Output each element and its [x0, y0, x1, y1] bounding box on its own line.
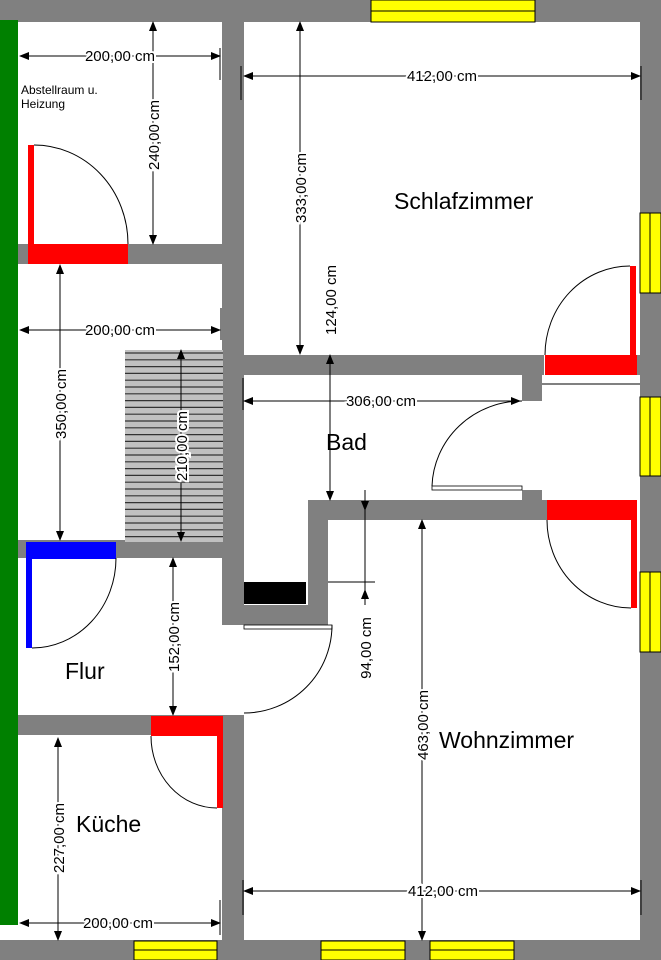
stairs [125, 350, 223, 542]
dim-stairs-length: 210,00 cm [174, 411, 191, 481]
dim-kueche-height: 227,00 cm [51, 803, 68, 873]
dim-kueche-width: 200,00 cm [83, 915, 153, 932]
wall-right [640, 0, 661, 960]
window-top [370, 0, 536, 23]
wall-chimney-column [308, 500, 328, 625]
dimension-lines [19, 21, 642, 941]
door-abstell[interactable] [28, 144, 129, 264]
dim-bad-width: 306,00 cm [346, 393, 416, 410]
wall-bad-stub [522, 375, 542, 401]
dim-abstell-width: 200,00 cm [85, 48, 155, 65]
room-labels: Abstellraum u. Heizung Schlafzimmer Bad … [21, 83, 574, 837]
dim-flur-height: 350,00 cm [53, 369, 70, 439]
room-wohnzimmer: Wohnzimmer [439, 727, 574, 753]
front-door[interactable] [26, 542, 117, 649]
door-bad[interactable] [431, 400, 523, 491]
door-kueche[interactable] [150, 716, 223, 809]
wall-top [0, 0, 661, 22]
door-schlaf[interactable] [544, 265, 637, 375]
wall-bad-bottom [308, 500, 548, 520]
room-abstellraum-line1: Abstellraum u. [21, 83, 98, 97]
window-right-1 [639, 212, 661, 294]
room-schlafzimmer: Schlafzimmer [394, 188, 534, 214]
room-abstellraum-line2: Heizung [21, 97, 65, 111]
dimension-labels: 200,00 cm 240,00 cm 412,00 cm 333,00 cm … [49, 46, 480, 934]
dim-abstell-height: 240,00 cm [146, 100, 163, 170]
chimney [244, 582, 306, 604]
dim-bad-offset: 124,00 cm [323, 265, 340, 335]
dim-wohn-height: 463,00 cm [415, 690, 432, 760]
dim-flur-lower: 152,00 cm [166, 602, 183, 672]
door-wohn-flur[interactable] [243, 624, 333, 714]
window-right-3 [639, 571, 661, 653]
dim-schlaf-width: 412,00 cm [407, 68, 477, 85]
room-kueche: Küche [76, 811, 141, 837]
room-flur: Flur [65, 658, 105, 684]
wall-center-upper [222, 0, 244, 625]
windows [133, 0, 661, 960]
dim-wall-offset: 94,00 cm [358, 617, 375, 679]
exterior-wall-left [0, 20, 18, 925]
wall-bad-bottom-stub [522, 490, 542, 502]
wall-schlaf-bottom-right [636, 355, 646, 375]
wall-schlaf-bottom [244, 355, 544, 375]
window-bottom-kueche [133, 940, 218, 960]
dim-flur-width: 200,00 cm [85, 322, 155, 339]
dim-schlaf-height: 333,00 cm [293, 153, 310, 223]
door-wohn-hall[interactable] [546, 500, 637, 609]
window-right-2 [639, 396, 661, 477]
room-bad: Bad [326, 429, 367, 455]
dim-wohn-width: 412,00 cm [408, 883, 478, 900]
window-bottom-wohn-2 [429, 940, 515, 960]
wall-center-lower [222, 715, 244, 960]
window-bottom-wohn-1 [320, 940, 406, 960]
wall-chimney-base [222, 605, 328, 625]
